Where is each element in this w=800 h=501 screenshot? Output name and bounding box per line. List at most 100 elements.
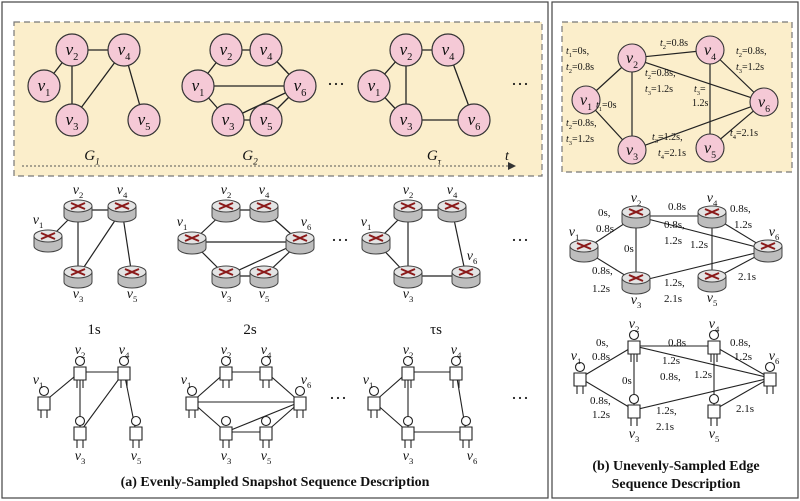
person-icon bbox=[707, 393, 721, 426]
panel-b-caption-line1: (b) Unevenly-Sampled Edge bbox=[592, 459, 759, 474]
person-label-v5: v5 bbox=[131, 449, 142, 466]
graph-node bbox=[571, 85, 601, 115]
person-icon bbox=[459, 415, 473, 448]
edge-time-label: 1.2s, bbox=[656, 405, 677, 417]
social-link bbox=[579, 377, 635, 411]
person-label-v6: v6 bbox=[769, 349, 780, 366]
node-label-v2: v2 bbox=[626, 50, 638, 71]
graph-node bbox=[617, 43, 647, 73]
router-label-v5: v5 bbox=[127, 287, 138, 304]
edge-time-label: 0.8s bbox=[596, 223, 614, 235]
edge-timestamp: t2=0.8s bbox=[660, 38, 688, 51]
router-icon bbox=[249, 199, 279, 223]
graph-label: G2 bbox=[242, 148, 258, 168]
network-link bbox=[635, 215, 769, 251]
node-label-v3: v3 bbox=[626, 142, 638, 163]
edge-time-label: 0.8s, bbox=[664, 219, 685, 231]
person-icon bbox=[401, 355, 415, 388]
social-link bbox=[713, 345, 771, 379]
edge-time-label: 0s, bbox=[596, 337, 609, 349]
person-label-v3: v3 bbox=[75, 449, 86, 466]
edge-time-label: 0.8s bbox=[668, 337, 686, 349]
router-label-v5: v5 bbox=[707, 291, 718, 308]
edge-timestamp: t4=2.1s bbox=[658, 148, 686, 161]
ellipsis: ··· bbox=[327, 74, 345, 94]
edge-time-label: 1.2s bbox=[734, 219, 752, 231]
person-label-v2: v2 bbox=[221, 343, 232, 360]
graph-node bbox=[107, 33, 141, 67]
panel-b-caption-line2: Sequence Description bbox=[612, 477, 741, 492]
panel-a-frame bbox=[1, 1, 549, 499]
node-label-v4: v4 bbox=[442, 40, 456, 63]
graph-node bbox=[55, 103, 89, 137]
graph-node bbox=[249, 103, 283, 137]
router-icon bbox=[697, 269, 727, 293]
node-label-v3: v3 bbox=[222, 110, 235, 133]
edge-time-label: 2.1s bbox=[664, 293, 682, 305]
edge-time-label: 0.8s, bbox=[592, 265, 613, 277]
graph-node bbox=[283, 69, 317, 103]
router-label-v6: v6 bbox=[769, 225, 780, 242]
edge-time-label: 0.8s, bbox=[590, 395, 611, 407]
router-label-v4: v4 bbox=[259, 183, 270, 200]
edge-timestamp: t1=0s bbox=[596, 100, 617, 113]
person-label-v3: v3 bbox=[403, 449, 414, 466]
edge-timestamp: t2=0.8s bbox=[566, 62, 594, 75]
edge-timestamp: t3=1.2s bbox=[736, 62, 764, 75]
router-icon bbox=[621, 205, 651, 229]
person-label-v3: v3 bbox=[629, 427, 640, 444]
router-icon bbox=[211, 199, 241, 223]
social-link bbox=[79, 371, 125, 433]
graph-node bbox=[457, 103, 491, 137]
person-label-v2: v2 bbox=[629, 317, 640, 334]
node-label-v5: v5 bbox=[138, 110, 151, 133]
edge-time-label: 0s bbox=[622, 375, 632, 387]
graph-node bbox=[27, 69, 61, 103]
router-label-v1: v1 bbox=[361, 215, 372, 232]
person-label-v3: v3 bbox=[221, 449, 232, 466]
person-icon bbox=[573, 361, 587, 394]
graph-node bbox=[431, 33, 465, 67]
router-label-v4: v4 bbox=[707, 191, 718, 208]
router-icon bbox=[33, 229, 63, 253]
router-label-v2: v2 bbox=[221, 183, 232, 200]
ellipsis: ··· bbox=[331, 230, 349, 250]
person-label-v6: v6 bbox=[301, 373, 312, 390]
person-label-v1: v1 bbox=[181, 373, 192, 390]
node-label-v2: v2 bbox=[400, 40, 413, 63]
edge-time-label: 0.8s, bbox=[730, 337, 751, 349]
node-label-v2: v2 bbox=[66, 40, 79, 63]
time-label: 1s bbox=[87, 322, 101, 338]
node-label-v5: v5 bbox=[704, 140, 716, 161]
edge-sequence-graph: v1v2v3v4v5v6t1=0s,t2=0.8st1=0st2=0.8st2=… bbox=[566, 35, 779, 165]
node-label-v3: v3 bbox=[400, 110, 413, 133]
ellipsis: ··· bbox=[511, 74, 529, 94]
router-icon bbox=[393, 265, 423, 289]
edge-timestamp: t3= bbox=[694, 84, 706, 97]
node-label-v4: v4 bbox=[704, 42, 716, 63]
node-label-v6: v6 bbox=[468, 110, 481, 133]
graph-node bbox=[389, 103, 423, 137]
time-axis-label: t bbox=[505, 149, 510, 164]
router-icon bbox=[361, 231, 391, 255]
edge-timestamp: t4=2.1s bbox=[730, 128, 758, 141]
person-icon bbox=[37, 385, 51, 418]
person-icon bbox=[627, 393, 641, 426]
router-label-v2: v2 bbox=[403, 183, 414, 200]
graph-node bbox=[181, 69, 215, 103]
panel-b-frame bbox=[551, 1, 799, 499]
time-label: τs bbox=[430, 322, 442, 338]
router-icon bbox=[177, 231, 207, 255]
person-icon bbox=[259, 355, 273, 388]
person-label-v2: v2 bbox=[75, 343, 86, 360]
graph-label: G1 bbox=[84, 148, 100, 168]
router-label-v6: v6 bbox=[301, 215, 312, 232]
person-icon bbox=[763, 361, 777, 394]
panel-a-caption: (a) Evenly-Sampled Snapshot Sequence Des… bbox=[121, 475, 430, 490]
